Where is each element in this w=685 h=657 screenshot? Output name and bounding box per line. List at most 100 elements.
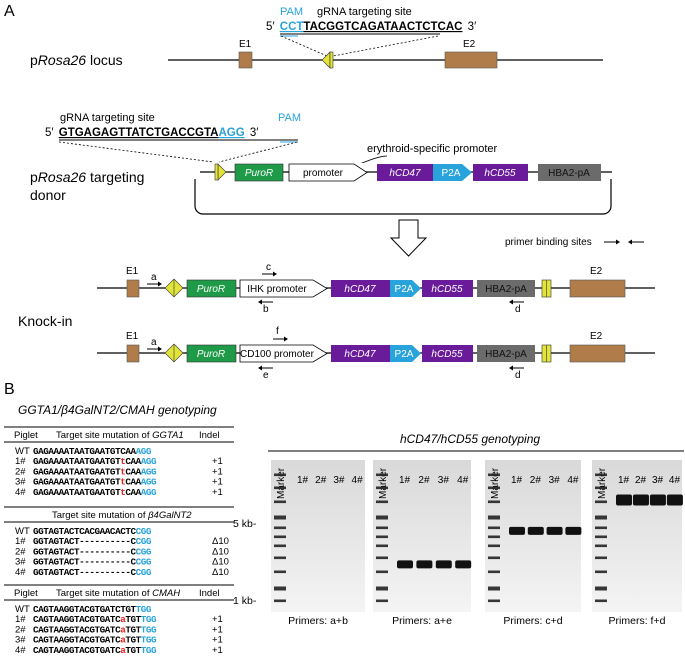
- panel-b-title: GGTA1/β4GalNT2/CMAH genotyping: [18, 403, 217, 417]
- donor-hba2-label: HBA2-pA: [548, 168, 590, 179]
- table-row-id: 2#: [15, 546, 26, 557]
- marker-band: [595, 586, 607, 591]
- gel-lane-label: 4#: [457, 475, 469, 486]
- marker-band: [376, 556, 388, 560]
- table-header-mutation: Target site mutation of GGTA1: [56, 430, 184, 441]
- zoom-line-right: [332, 35, 439, 57]
- ki2-cd100-promoter-label: CD100 promoter: [240, 349, 315, 360]
- donor-puror: [234, 163, 284, 182]
- locus-e1-label: E1: [239, 39, 252, 50]
- ki2-exon-1: [126, 344, 140, 363]
- marker-band: [595, 515, 607, 520]
- table-row-sequence: CAGTAAGGTACGTGATCaTGTTGG: [33, 624, 157, 635]
- ki1-ihk-promoter-label: IHK promoter: [247, 284, 307, 295]
- table-row-sequence: GGTAGTACT----------CCGG: [33, 546, 152, 557]
- gel-band: [416, 560, 433, 569]
- donor-promoter-label: promoter: [303, 168, 344, 179]
- top-pam-label: PAM: [280, 6, 303, 18]
- table-header: Piglet: [14, 430, 38, 441]
- ki2-p2a: [390, 345, 421, 362]
- gel-lane-label: 3#: [333, 475, 345, 486]
- marker-band: [595, 535, 607, 539]
- gel-lane-label: 3#: [438, 475, 450, 486]
- ki1-exon-1: [126, 279, 140, 298]
- ki2-hcd55: [422, 345, 473, 362]
- marker-band: [274, 535, 286, 539]
- donor-label-line2: donor: [30, 187, 66, 203]
- table-row-indel: +1: [212, 477, 223, 488]
- marker-band: [595, 486, 607, 490]
- size-1kb-label: 1 kb-: [233, 595, 257, 607]
- locus-exon-1: [238, 51, 253, 69]
- ki2-cd100-promoter: [239, 344, 328, 363]
- marker-band: [274, 556, 286, 560]
- marker-band: [376, 570, 388, 574]
- panel-b-label: B: [4, 381, 15, 398]
- donor-p2a-label: P2A: [442, 168, 461, 179]
- locus-exon-2: [444, 51, 498, 69]
- knockin-label: Knock-in: [18, 313, 72, 329]
- table-row-indel: +1: [212, 456, 223, 467]
- marker-band: [376, 500, 388, 504]
- table-row-sequence: GGTAGTACTCACGAACACTCCGG: [33, 526, 152, 537]
- table-row-id: 4#: [15, 487, 26, 498]
- ki2-hba2-label: HBA2-pA: [485, 349, 527, 360]
- table-row-indel: +1: [212, 635, 223, 646]
- gel-primers-label: Primers: c+d: [503, 615, 562, 627]
- table-row-id: 1#: [15, 614, 26, 625]
- gel-lane-label: 1#: [399, 475, 411, 486]
- gel-band: [649, 494, 666, 506]
- table-row-sequence: CAGTAAGGTACGTGATCaTGTTGG: [33, 635, 157, 646]
- ki2-hcd47-label: hCD47: [344, 349, 376, 360]
- ki2-hcd55-label: hCD55: [431, 349, 463, 360]
- table-row-id: WT: [15, 446, 30, 457]
- ki1-primer-b-label: b: [263, 304, 269, 315]
- table-row-sequence: CAGTAAGGTACGTGATCaTGTTGG: [33, 614, 157, 625]
- ki1-p2a: [390, 280, 421, 297]
- gel-lane-label: 1#: [511, 475, 523, 486]
- size-5kb-label: 5 kb-: [233, 518, 257, 530]
- table-header-mutation: Target site mutation of β4GalNT2: [52, 510, 192, 521]
- ki2-e2-label: E2: [590, 331, 603, 342]
- table-header-indel: Indel: [199, 588, 220, 599]
- marker-band: [376, 526, 388, 530]
- table-header-mutation: Target site mutation of CMAH: [56, 588, 180, 599]
- gel-lane-label: 4#: [567, 475, 579, 486]
- gel-lane-label: 4#: [669, 475, 681, 486]
- table-row-id: WT: [15, 526, 30, 537]
- ki1-primer-c-label: c: [266, 262, 271, 273]
- donor-hcd55: [473, 164, 528, 181]
- donor-hcd47: [377, 164, 433, 181]
- ki2-primer-a-label: a: [151, 337, 157, 348]
- locus-target-site: [321, 51, 331, 69]
- marker-band: [376, 473, 388, 477]
- ki2-hcd47: [331, 345, 390, 362]
- donor-hcd55-label: hCD55: [484, 168, 516, 179]
- table-row-indel: Δ10: [212, 557, 229, 568]
- gel-lane-label: 3#: [652, 475, 664, 486]
- ki1-hcd55-label: hCD55: [431, 284, 463, 295]
- marker-band: [274, 473, 286, 477]
- ki2-primer-e-label: e: [263, 370, 269, 381]
- table-row-indel: +1: [212, 487, 223, 498]
- marker-band: [274, 570, 286, 574]
- locus-e2-label: E2: [463, 39, 476, 50]
- marker-band: [595, 544, 607, 548]
- marker-band: [274, 486, 286, 490]
- table-row-sequence: GGTAGTACT----------CCGG: [33, 557, 152, 568]
- gel-marker-label: Marker: [378, 467, 389, 499]
- marker-band: [488, 544, 500, 548]
- ki1-exon-2: [569, 279, 626, 298]
- marker-band: [274, 586, 286, 591]
- gel-band: [632, 494, 649, 506]
- ki1-hba2: [477, 280, 535, 297]
- marker-band: [595, 599, 607, 603]
- table-row-sequence: CAGTAAGGTACGTGATCaTGTTGG: [33, 645, 157, 656]
- ki1-ihk-promoter: [239, 279, 328, 298]
- gel-band: [435, 560, 452, 569]
- marker-band: [274, 500, 286, 504]
- gel-band: [546, 526, 563, 535]
